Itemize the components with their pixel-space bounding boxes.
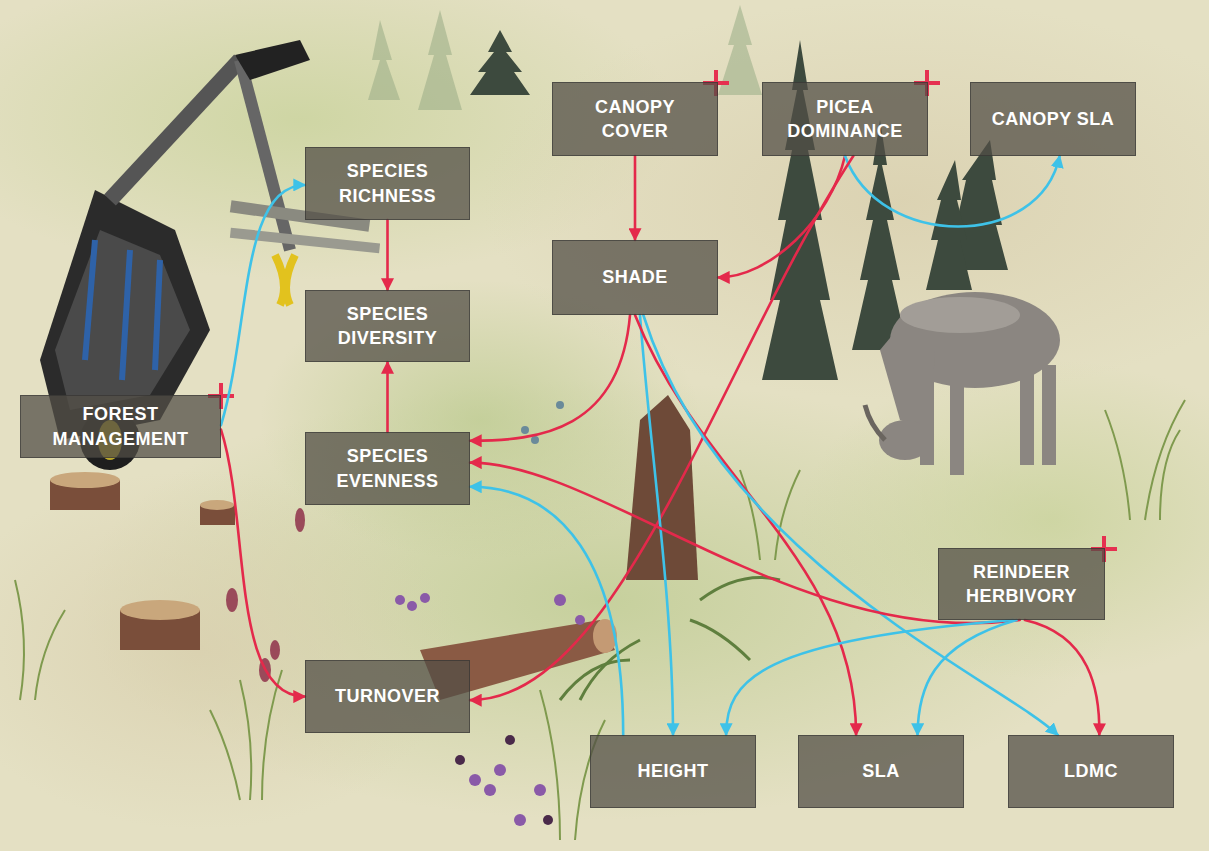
effect-arrow <box>470 315 630 441</box>
effect-arrow <box>470 487 623 735</box>
factor-label: SPECIES EVENNESS <box>314 444 461 493</box>
factor-box: FOREST MANAGEMENT <box>20 395 221 458</box>
factor-label: PICEA DOMINANCE <box>771 95 919 144</box>
factor-box: SPECIES DIVERSITY <box>305 290 470 362</box>
factor-label: FOREST MANAGEMENT <box>29 402 212 451</box>
factor-box: REINDEER HERBIVORY <box>938 548 1105 620</box>
factor-box: SLA <box>798 735 964 808</box>
factor-box: CANOPY COVER <box>552 82 718 156</box>
factor-box: SHADE <box>552 240 718 315</box>
effect-arrow <box>643 315 1058 735</box>
effect-arrow <box>221 430 305 697</box>
effect-arrow <box>470 156 853 700</box>
factor-label: SPECIES DIVERSITY <box>314 302 461 351</box>
effect-arrow <box>386 362 389 432</box>
effect-arrow <box>718 156 845 278</box>
factor-label: CANOPY COVER <box>561 95 709 144</box>
effect-arrow <box>386 220 389 290</box>
effect-arrow <box>845 156 1060 227</box>
effect-arrow <box>221 185 305 425</box>
factor-box: LDMC <box>1008 735 1174 808</box>
factor-label: REINDEER HERBIVORY <box>947 560 1096 609</box>
factor-label: TURNOVER <box>335 684 440 708</box>
factor-box: SPECIES RICHNESS <box>305 147 470 220</box>
factor-label: CANOPY SLA <box>992 107 1115 131</box>
factor-label: HEIGHT <box>637 759 708 783</box>
effect-arrow <box>726 620 1013 735</box>
factor-label: SLA <box>862 759 900 783</box>
factor-box: PICEA DOMINANCE <box>762 82 928 156</box>
effect-arrow <box>918 620 1017 735</box>
effect-arrow <box>1025 620 1099 735</box>
factor-label: SPECIES RICHNESS <box>314 159 461 208</box>
factor-label: LDMC <box>1064 759 1118 783</box>
factor-box: CANOPY SLA <box>970 82 1136 156</box>
factor-box: SPECIES EVENNESS <box>305 432 470 505</box>
factor-box: HEIGHT <box>590 735 756 808</box>
factor-label: SHADE <box>602 265 668 289</box>
factor-box: TURNOVER <box>305 660 470 733</box>
effect-arrow <box>634 156 637 240</box>
